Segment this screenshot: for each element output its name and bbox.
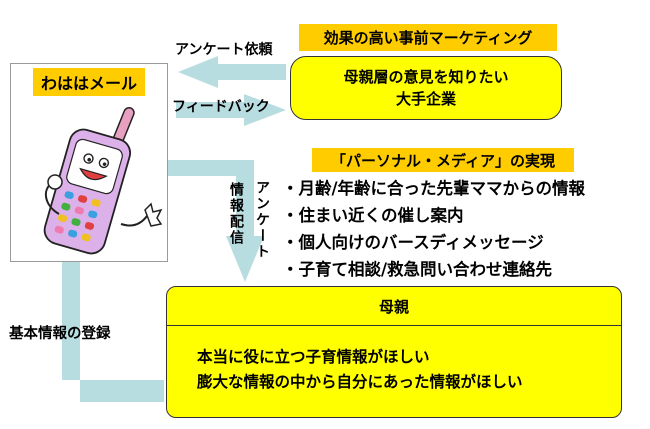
feedback-arrow [176,94,286,126]
survey-request-label: アンケート依頼 [175,42,273,58]
mother-needs: 本当に役に立つ子育情報がほしい 膨大な情報の中から自分にあった情報がほしい [197,345,523,395]
mother-box: 母親 本当に役に立つ子育情報がほしい 膨大な情報の中から自分にあった情報がほしい [166,286,622,418]
marketing-title: 効果の高い事前マーケティング [299,24,557,51]
feedback-label: フィードバック [172,99,270,115]
list-item: ・子育て相談/救急問い合わせ連絡先 [282,260,553,279]
delivery-arrowhead [226,236,264,282]
company-box: 母親層の意見を知りたい 大手企業 [290,56,562,120]
mother-title: 母親 [167,287,621,326]
survey-request-arrow [178,56,286,88]
mother-line-1: 本当に役に立つ子育情報がほしい [197,348,430,366]
survey-vertical-label: アンケート [254,180,270,260]
company-line-2: 大手企業 [395,90,456,108]
personal-media-title: 「パーソナル・メディア」の実現 [312,148,574,172]
mother-line-2: 膨大な情報の中から自分にあった情報がほしい [197,373,523,391]
list-item: ・個人向けのバースディメッセージ [282,233,544,252]
list-item: ・月齢/年齢に合った先輩ママからの情報 [282,179,586,198]
company-line-1: 母親層の意見を知りたい [343,68,509,86]
registration-label: 基本情報の登録 [9,326,111,342]
phone-panel: わははメール [10,63,168,262]
list-item: ・住まい近くの催し案内 [282,206,464,225]
registration-arrow [62,258,164,402]
info-delivery-label: 情報配信 [228,182,244,246]
personal-media-list: ・月齢/年齢に合った先輩ママからの情報 ・住まい近くの催し案内 ・個人向けのバー… [282,175,585,283]
wahaha-mail-label: わははメール [33,68,145,96]
delivery-arrow [166,160,254,240]
mobile-phone-character-icon [43,106,163,255]
